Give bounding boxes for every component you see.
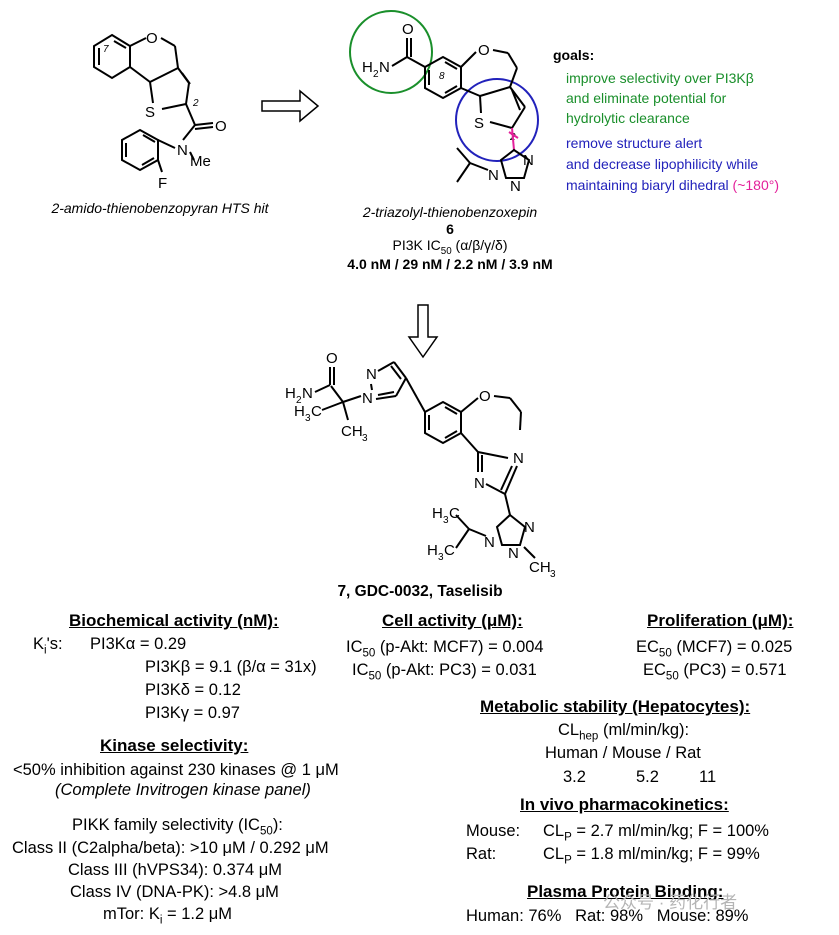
svg-text:3: 3 (438, 552, 444, 563)
pk-rat-species: Rat: (466, 845, 497, 863)
svg-text:O: O (478, 42, 490, 59)
compound-6-caption: 2-triazolyl-thienobenzoxepin (362, 204, 538, 220)
goals-green-2: and eliminate potential for (566, 90, 727, 106)
svg-text:S: S (474, 115, 484, 132)
svg-text:C: C (444, 542, 455, 559)
goals-green-1: improve selectivity over PI3Kβ (566, 70, 754, 86)
metab-mouse: 5.2 (636, 768, 659, 786)
prolif-row-pc3: EC50 (PC3) = 0.571 (643, 661, 787, 683)
svg-text:N: N (524, 519, 535, 536)
pikk-mtor: mTor: Ki = 1.2 μM (103, 905, 232, 927)
pk-rat-values: CLP = 1.8 ml/min/kg; F = 99% (543, 845, 760, 867)
metab-cl-label: CLhep (ml/min/kg): (558, 721, 690, 743)
compound-7-caption: 7, GDC-0032, Taselisib (337, 583, 503, 600)
svg-text:N: N (523, 152, 534, 169)
svg-text:H: H (362, 59, 373, 76)
svg-text:Me: Me (190, 153, 211, 170)
svg-text:3: 3 (362, 433, 368, 444)
svg-text:N: N (302, 385, 313, 402)
pikk-class-iii: Class III (hVPS34): 0.374 μM (68, 861, 283, 879)
svg-text:7: 7 (103, 44, 109, 55)
svg-text:N: N (510, 178, 521, 195)
metab-species: Human / Mouse / Rat (545, 744, 701, 762)
svg-text:2: 2 (373, 69, 379, 80)
biochem-row-alpha: PI3Kα = 0.29 (90, 635, 187, 653)
svg-text:O: O (215, 118, 227, 135)
svg-text:2: 2 (296, 395, 302, 406)
svg-text:F: F (158, 175, 167, 192)
goals-green-3: hydrolytic clearance (566, 110, 690, 126)
goals-blue-3: maintaining biaryl dihedral (~180°) (566, 177, 780, 193)
svg-text:N: N (484, 534, 495, 551)
svg-text:CH: CH (341, 423, 363, 440)
svg-text:H: H (427, 542, 438, 559)
kinase-line1: <50% inhibition against 230 kinases @ 1 … (13, 761, 339, 779)
svg-text:N: N (508, 545, 519, 562)
svg-text:H: H (432, 505, 443, 522)
svg-text:2: 2 (192, 98, 199, 109)
svg-text:O: O (146, 30, 158, 47)
pikk-class-iv: Class IV (DNA-PK): >4.8 μM (70, 883, 279, 901)
compound-6-ic50-values: 4.0 nM / 29 nM / 2.2 nM / 3.9 nM (347, 256, 553, 272)
hts-hit-caption: 2-amido-thienobenzopyran HTS hit (51, 200, 269, 216)
pk-mouse-species: Mouse: (466, 822, 521, 840)
svg-text:S: S (145, 104, 155, 121)
svg-text:N: N (177, 142, 188, 159)
kinase-title: Kinase selectivity: (100, 736, 249, 755)
svg-text:O: O (326, 350, 338, 367)
compound-6-ic50-label: PI3K IC50 (α/β/γ/δ) (392, 237, 508, 257)
pikk-title: PIKK family selectivity (IC50): (72, 816, 283, 838)
svg-text:N: N (474, 475, 485, 492)
goals-blue-1: remove structure alert (566, 135, 703, 151)
watermark: 公众号 · 药化行者 (603, 893, 738, 912)
svg-text:CH: CH (529, 559, 551, 576)
svg-text:3: 3 (305, 413, 311, 424)
metab-human: 3.2 (563, 768, 586, 786)
cell-row-pc3: IC50 (p-Akt: PC3) = 0.031 (352, 661, 537, 683)
svg-text:N: N (513, 450, 524, 467)
kinase-line2: (Complete Invitrogen kinase panel) (55, 781, 311, 799)
biochem-row-beta: PI3Kβ = 9.1 (β/α = 31x) (145, 658, 317, 676)
metab-title: Metabolic stability (Hepatocytes): (480, 697, 751, 716)
pk-title: In vivo pharmacokinetics: (520, 795, 729, 814)
svg-text:N: N (362, 390, 373, 407)
prolif-row-mcf7: EC50 (MCF7) = 0.025 (636, 638, 793, 660)
svg-text:O: O (479, 388, 491, 405)
svg-text:N: N (379, 59, 390, 76)
biochem-title: Biochemical activity (nM): (69, 611, 279, 630)
pikk-class-ii: Class II (C2alpha/beta): >10 μM / 0.292 … (12, 839, 329, 857)
svg-text:N: N (366, 366, 377, 383)
svg-text:C: C (449, 505, 460, 522)
biochem-row-delta: PI3Kδ = 0.12 (145, 681, 241, 699)
svg-text:H: H (294, 403, 305, 420)
ppb-title: Plasma Protein Binding: (527, 882, 724, 901)
prolif-title: Proliferation (μM): (647, 611, 794, 630)
svg-text:3: 3 (550, 569, 556, 580)
svg-text:8: 8 (439, 71, 445, 82)
svg-text:O: O (402, 21, 414, 38)
goals-title: goals: (553, 47, 595, 63)
goals-blue-2: and decrease lipophilicity while (566, 156, 759, 172)
compound-6-number: 6 (446, 221, 454, 237)
cell-row-mcf7: IC50 (p-Akt: MCF7) = 0.004 (346, 638, 544, 660)
svg-text:C: C (311, 403, 322, 420)
svg-text:3: 3 (443, 515, 449, 526)
biochem-ki-label: Ki's: (33, 635, 63, 657)
pk-mouse-values: CLP = 2.7 ml/min/kg; F = 100% (543, 822, 769, 844)
ppb-values: Human: 76% Rat: 98% Mouse: 89% (466, 907, 749, 925)
biochem-row-gamma: PI3Kγ = 0.97 (145, 704, 240, 722)
cell-title: Cell activity (μM): (382, 611, 523, 630)
svg-text:N: N (488, 167, 499, 184)
metab-rat: 11 (699, 768, 717, 786)
svg-text:H: H (285, 385, 296, 402)
